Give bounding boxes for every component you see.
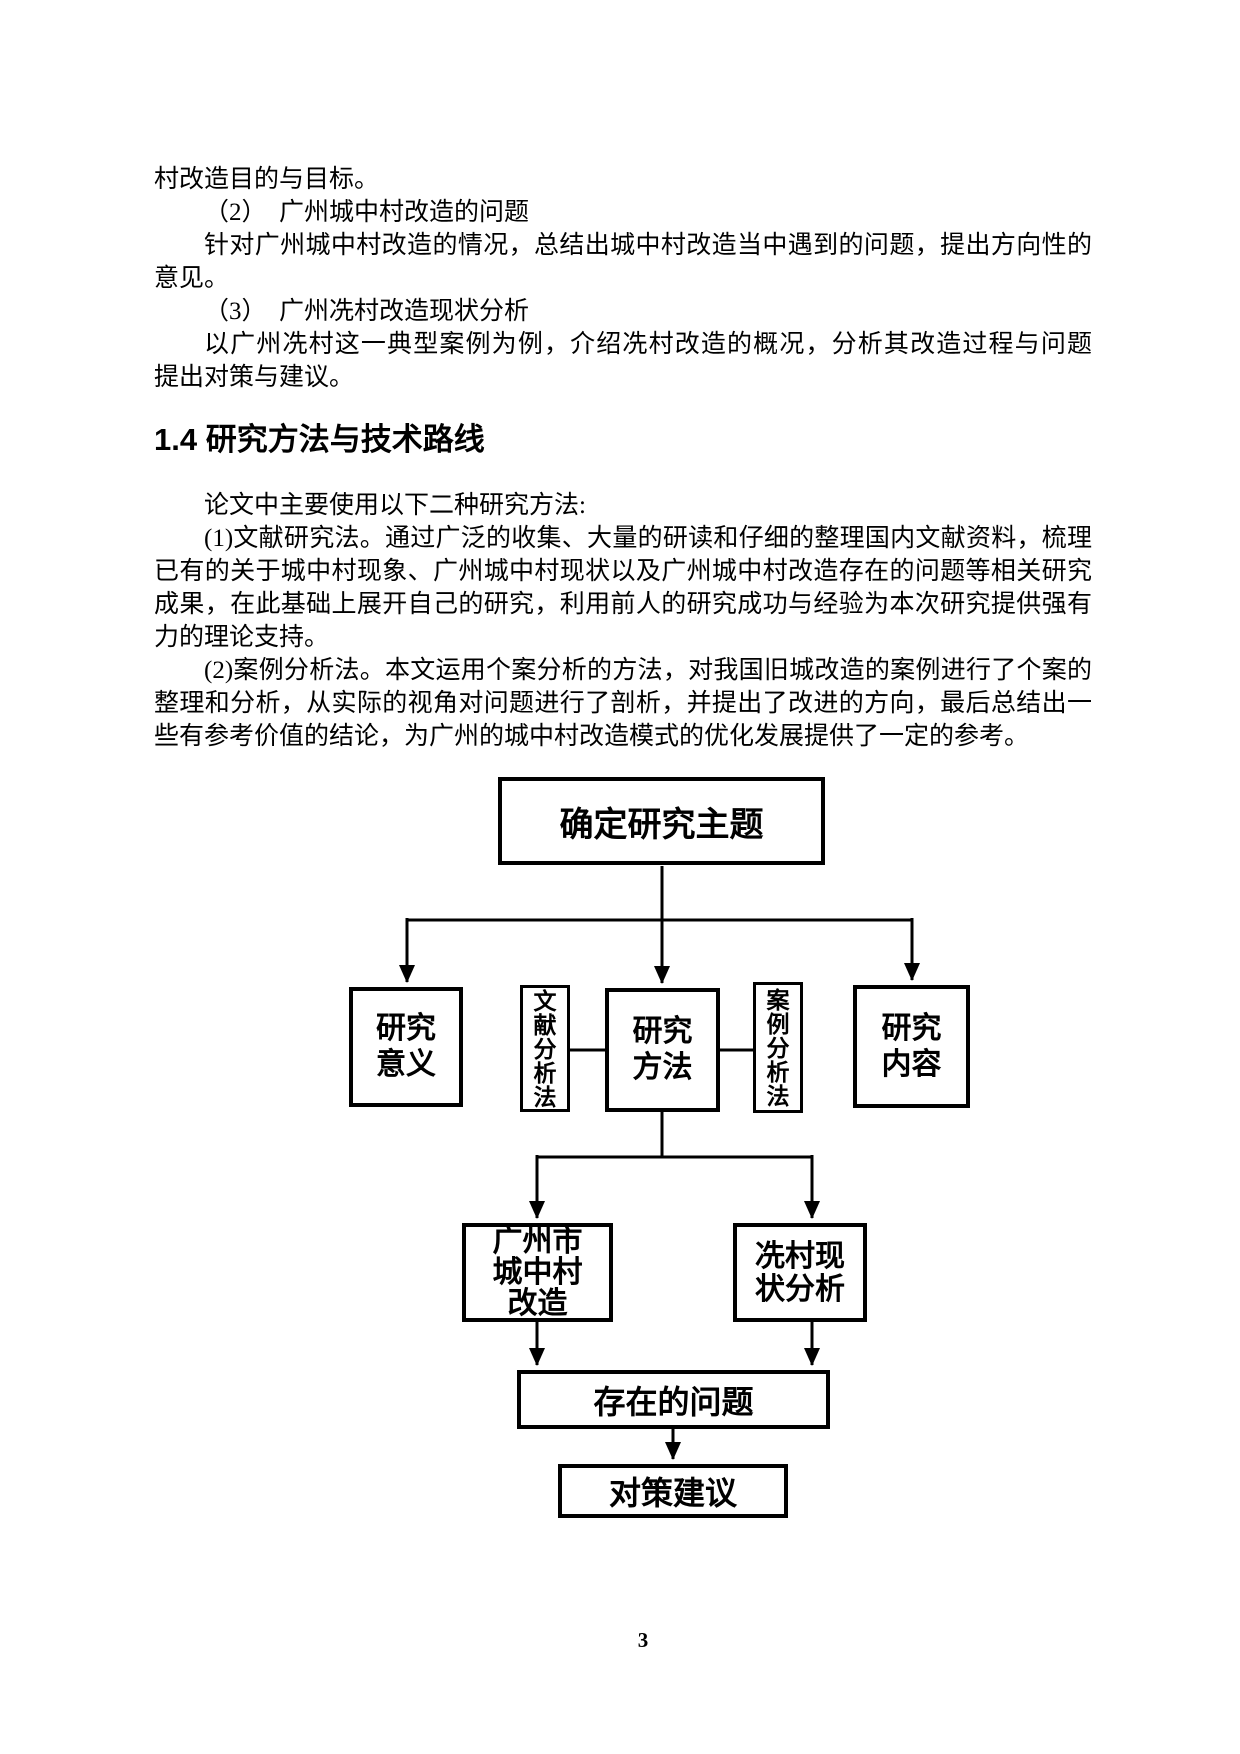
section-heading: 1.4 研究方法与技术路线: [154, 422, 485, 457]
flowchart-node-case-analysis: 案 例 分 析 法: [753, 982, 803, 1113]
flowchart-node-suggestions: 对策建议: [558, 1464, 788, 1518]
text-line: 针对广州城中村改造的情况，总结出城中村改造当中遇到的问题，提出方向性的: [204, 232, 1092, 259]
text-line: 提出对策与建议。: [154, 364, 355, 391]
text-line: （3） 广州冼村改造现状分析: [204, 298, 530, 325]
flowchart-node-literature-analysis: 文 献 分 析 法: [520, 985, 570, 1112]
text-line: (1)文献研究法。通过广泛的收集、大量的研读和仔细的整理国内文献资料，梳理: [204, 525, 1092, 552]
text-line: (2)案例分析法。本文运用个案分析的方法，对我国旧城改造的案例进行了个案的: [204, 657, 1092, 684]
text-line: 整理和分析，从实际的视角对问题进行了剖析，并提出了改进的方向，最后总结出一: [154, 690, 1092, 717]
text-line: 些有参考价值的结论，为广州的城中村改造模式的优化发展提供了一定的参考。: [154, 723, 1030, 750]
intro-paragraphs: 村改造目的与目标。 （2） 广州城中村改造的问题 针对广州城中村改造的情况，总结…: [154, 163, 1092, 394]
flowchart-node-topic: 确定研究主题: [498, 777, 825, 865]
text-line: 力的理论支持。: [154, 624, 330, 651]
flowchart-node-method: 研究 方法: [605, 988, 720, 1112]
text-line: 论文中主要使用以下二种研究方法:: [204, 492, 586, 519]
methods-paragraphs: 论文中主要使用以下二种研究方法: (1)文献研究法。通过广泛的收集、大量的研读和…: [154, 489, 1092, 753]
text-line: 以广州冼村这一典型案例为例，介绍冼村改造的概况，分析其改造过程与问题: [204, 331, 1092, 358]
text-line: 意见。: [154, 265, 230, 292]
flowchart-node-xiancun-status: 冼村现 状分析: [733, 1223, 867, 1322]
text-line: 村改造目的与目标。: [154, 166, 380, 193]
page-number: 3: [637, 1628, 649, 1652]
text-line: （2） 广州城中村改造的问题: [204, 199, 530, 226]
flowchart-node-content: 研究 内容: [853, 985, 970, 1108]
text-line: 已有的关于城中村现象、广州城中村现状以及广州城中村改造存在的问题等相关研究: [154, 558, 1092, 585]
flowchart-node-significance: 研究 意义: [349, 987, 463, 1107]
text-line: 成果，在此基础上展开自己的研究，利用前人的研究成功与经验为本次研究提供强有: [154, 591, 1092, 618]
flowchart-node-guangzhou-renovation: 广州市 城中村 改造: [462, 1223, 613, 1322]
flowchart-node-problems: 存在的问题: [517, 1370, 830, 1429]
